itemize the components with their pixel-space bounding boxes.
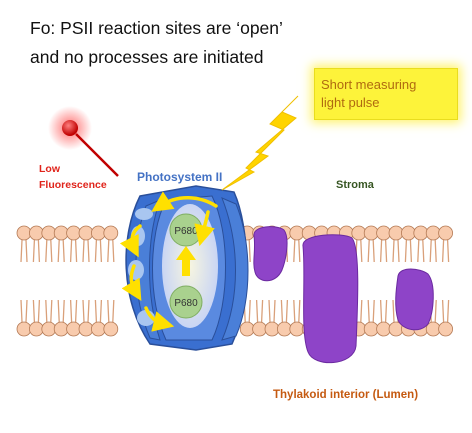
- callout-line-1: Short measuring: [321, 77, 417, 92]
- protein-small: [253, 226, 288, 282]
- lipid-molecule: [78, 225, 94, 263]
- energy-transfer-arrows: [119, 191, 218, 332]
- protein-right: [395, 268, 434, 331]
- p680-bottom-label: P680: [174, 298, 198, 309]
- lightning-bolt-icon: [221, 95, 299, 191]
- lipid-molecule: [29, 299, 44, 337]
- lipid-molecule: [78, 299, 94, 337]
- excitation-arrow: [176, 246, 196, 276]
- heading-line-2: and no processes are initiated: [30, 47, 264, 67]
- lipid-molecule: [239, 299, 255, 337]
- lipid-molecule: [16, 299, 32, 337]
- lipid-molecule: [363, 225, 379, 263]
- lipid-molecule: [438, 225, 454, 263]
- lipid-molecule: [53, 299, 69, 337]
- lipid-molecule: [252, 299, 268, 337]
- lipid-molecule: [53, 225, 69, 263]
- stroma-label: Stroma: [336, 179, 374, 191]
- lipid-molecule: [41, 225, 57, 263]
- lipid-molecule: [376, 299, 392, 337]
- lipid-molecule: [103, 299, 119, 337]
- lipid-molecule: [91, 299, 106, 337]
- lipid-molecule: [16, 225, 32, 263]
- lipid-molecule: [289, 299, 305, 337]
- lipid-molecule: [400, 225, 416, 263]
- lumen-label: Thylakoid interior (Lumen): [273, 389, 419, 401]
- p680-bottom-circle: [169, 285, 203, 319]
- lipid-molecule: [264, 299, 280, 337]
- lipid-molecule: [388, 225, 404, 263]
- lipid-molecule: [363, 299, 379, 337]
- p680-top-label: P680: [174, 226, 198, 237]
- measuring-pulse-callout: Short measuring light pulse: [314, 68, 458, 120]
- red-light-bulb-icon: [48, 106, 119, 177]
- lipid-molecule: [376, 225, 392, 263]
- low-fluorescence-label: Low Fluorescence: [39, 161, 107, 193]
- lipid-molecule: [276, 299, 292, 337]
- lipid-molecule: [29, 225, 44, 263]
- lipid-molecule: [425, 225, 441, 263]
- lipid-molecule: [66, 225, 81, 263]
- callout-line-2: light pulse: [321, 95, 380, 110]
- lipid-molecule: [438, 299, 454, 337]
- lipid-molecule: [103, 225, 119, 263]
- lipid-molecule: [91, 225, 106, 263]
- heading-line-1: Fo: PSII reaction sites are ‘open’: [30, 18, 283, 38]
- lipid-molecule: [413, 225, 429, 263]
- lipid-molecule: [41, 299, 57, 337]
- low-fluorescence-line-1: Low: [39, 163, 60, 175]
- photosystem-ii-label: Photosystem II: [137, 170, 223, 184]
- lipid-molecule: [66, 299, 81, 337]
- low-fluorescence-line-2: Fluorescence: [39, 179, 107, 191]
- lipid-molecule: [289, 225, 305, 263]
- protein-large: [302, 234, 359, 364]
